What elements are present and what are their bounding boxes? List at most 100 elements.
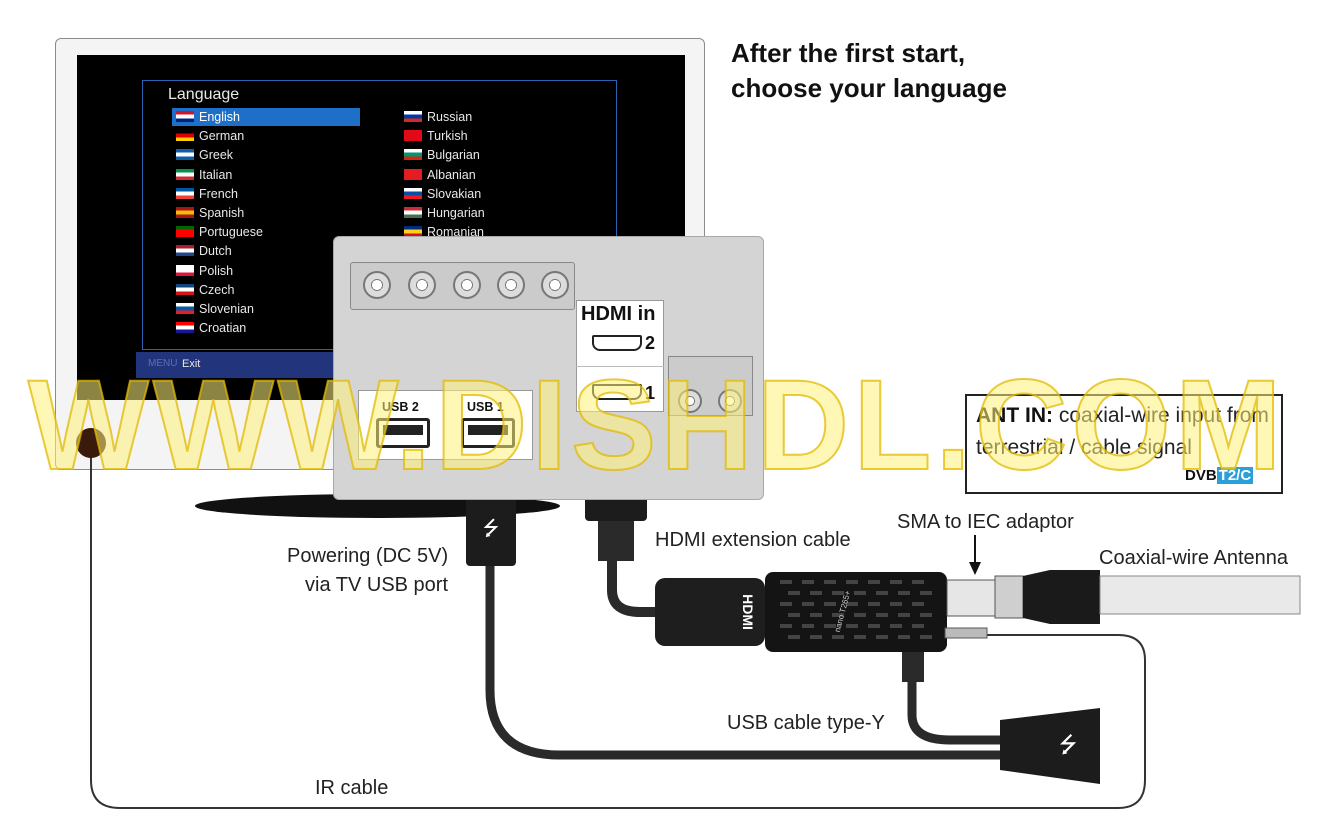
hdmi-extension-label: HDMI extension cable	[655, 529, 851, 551]
sma-adaptor	[946, 579, 996, 617]
language-option-slovakian[interactable]: Slovakian	[400, 185, 550, 203]
language-option-spanish[interactable]: Spanish	[172, 204, 360, 222]
vent-slot	[854, 635, 866, 639]
language-name: Turkish	[427, 129, 468, 144]
vent-slot	[802, 602, 814, 606]
language-option-hungarian[interactable]: Hungarian	[400, 204, 550, 222]
hdmi-in-title: HDMI in	[581, 303, 656, 325]
language-option-albanian[interactable]: Albanian	[400, 166, 550, 184]
receiver-vents	[780, 580, 932, 639]
language-name: Polish	[199, 263, 234, 278]
title-line-1: After the first start,	[731, 38, 966, 68]
language-option-portuguese[interactable]: Portuguese	[172, 223, 360, 241]
language-name: Croatian	[199, 321, 247, 336]
hdmi-port-1[interactable]	[592, 384, 642, 400]
antenna-label: Coaxial-wire Antenna	[1099, 547, 1288, 569]
language-name: Bulgarian	[427, 148, 480, 163]
ant-in-bold: ANT IN:	[976, 404, 1053, 427]
hdmi-port-2[interactable]	[592, 335, 642, 351]
flag-icon	[404, 207, 422, 218]
usb-port-1[interactable]	[461, 418, 515, 448]
iec-connector	[994, 575, 1024, 619]
language-option-czech[interactable]: Czech	[172, 281, 360, 299]
powering-label-2: via TV USB port	[305, 574, 449, 596]
flag-icon	[404, 226, 422, 238]
usb-port-2[interactable]	[376, 418, 430, 448]
vent-slot	[810, 635, 822, 639]
hdmi-female-label: HDMI	[740, 594, 756, 630]
language-option-turkish[interactable]: Turkish	[400, 127, 550, 145]
language-option-polish[interactable]: Polish	[172, 262, 360, 280]
flag-icon	[404, 168, 422, 180]
dvb-logo-main: DVB	[1185, 467, 1217, 484]
flag-icon	[176, 149, 194, 161]
av-jack	[497, 271, 525, 299]
receiver-usb-cable	[907, 660, 1000, 745]
hdmi-port-1-number: 1	[645, 383, 656, 403]
language-option-russian[interactable]: Russian	[400, 108, 550, 126]
hdmi-female-body	[655, 578, 765, 646]
language-option-romanian[interactable]: Romanian	[400, 223, 550, 241]
vent-slot	[890, 580, 902, 584]
language-name: Spanish	[199, 206, 245, 220]
language-option-greek[interactable]: Greek	[172, 146, 360, 164]
vent-slot	[890, 602, 902, 606]
language-option-dutch[interactable]: Dutch	[172, 242, 360, 260]
av-jack	[363, 271, 391, 299]
vent-slot	[824, 624, 836, 628]
ant-in-description: coaxial-wire input from terrestrial / ca…	[976, 404, 1269, 459]
flag-icon	[176, 130, 194, 142]
vent-slot	[920, 591, 932, 595]
flag-icon	[404, 187, 422, 199]
ir-jack	[944, 627, 988, 639]
flag-icon	[176, 303, 194, 314]
vent-slot	[810, 613, 822, 617]
ir-sensor	[76, 428, 106, 458]
language-option-italian[interactable]: Italian	[172, 166, 360, 184]
vent-slot	[898, 613, 910, 617]
vent-slot	[832, 591, 844, 595]
watermark: WWW.DISHDL.COM	[27, 353, 1286, 498]
flag-icon	[176, 226, 194, 238]
vent-slot	[898, 591, 910, 595]
usb-power-cable	[485, 560, 1000, 760]
vent-slot	[824, 602, 836, 606]
flag-icon	[404, 111, 422, 122]
language-name: Hungarian	[427, 206, 485, 220]
vent-slot	[780, 602, 792, 606]
language-name: Slovenian	[199, 302, 254, 316]
vent-slot	[868, 580, 880, 584]
vent-slot	[780, 624, 792, 628]
sma-arrow-head	[969, 562, 981, 575]
vent-slot	[912, 624, 924, 628]
language-option-slovenian[interactable]: Slovenian	[172, 300, 360, 318]
title-line-2: choose your language	[731, 73, 1007, 103]
flag-icon	[176, 283, 194, 295]
language-option-german[interactable]: German	[172, 127, 360, 145]
flag-icon	[176, 264, 194, 276]
language-name: Italian	[199, 167, 233, 182]
language-option-bulgarian[interactable]: Bulgarian	[400, 146, 550, 164]
hdmi-extension-cable	[607, 560, 660, 617]
ir-cable-label: IR cable	[315, 777, 389, 799]
language-option-french[interactable]: French	[172, 185, 360, 203]
language-name: German	[199, 129, 245, 144]
vent-slot	[788, 635, 800, 639]
vent-slot	[846, 624, 858, 628]
vent-slot	[920, 613, 932, 617]
flag-icon	[176, 187, 194, 199]
language-option-english[interactable]: English	[172, 108, 360, 126]
usb-y-label: USB cable type-Y	[727, 712, 885, 734]
language-name: English	[199, 110, 240, 124]
vent-slot	[920, 635, 932, 639]
flag-icon	[176, 207, 194, 218]
language-option-croatian[interactable]: Croatian	[172, 319, 360, 337]
usb-icon: ⭍	[1059, 733, 1077, 758]
flag-icon	[404, 130, 422, 142]
vent-slot	[810, 591, 822, 595]
usb-2-label: USB 2	[382, 400, 419, 414]
vent-slot	[832, 635, 844, 639]
language-name: Greek	[199, 148, 234, 163]
ant-in-text: ANT IN: coaxial-wire input from terrestr…	[976, 400, 1281, 464]
